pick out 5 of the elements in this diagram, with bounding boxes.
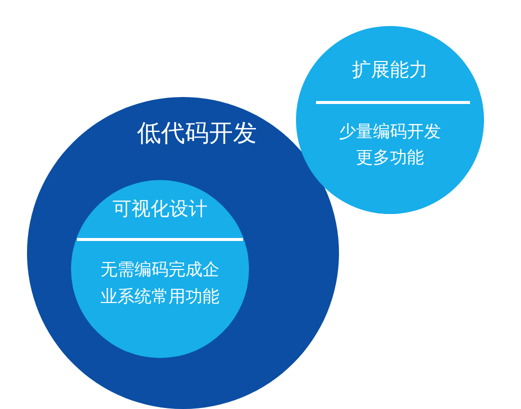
circle-heading: 扩展能力	[351, 59, 429, 82]
circle-body-text: 无需编码完成企业系统常用功能	[100, 259, 220, 310]
circle-heading: 低代码开发	[136, 119, 258, 148]
circle-heading: 可视化设计	[112, 198, 208, 221]
circle-body-text: 少量编码开发更多功能	[338, 121, 442, 170]
